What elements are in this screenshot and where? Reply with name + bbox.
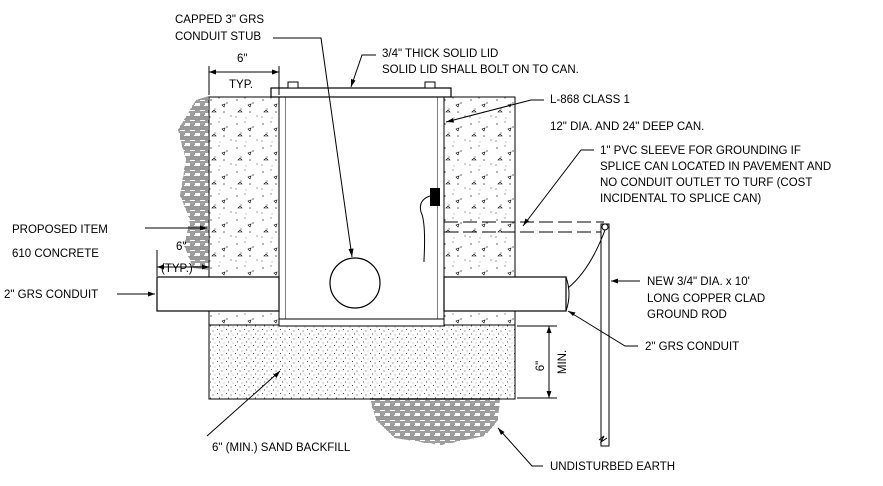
label-dim-top-typ: TYP.	[229, 79, 253, 91]
label-dim-right-min: MIN.	[557, 350, 569, 374]
leader-sand	[206, 370, 281, 437]
can-wall-left	[278, 96, 287, 326]
ground-rod-break	[598, 435, 608, 444]
earth-hatch-bottom	[370, 398, 500, 445]
label-dim-left-typ: (TYP.)	[161, 263, 193, 275]
sand-backfill	[208, 324, 516, 400]
label-sleeve: 1" PVC SLEEVE FOR GROUNDING IF SPLICE CA…	[600, 145, 834, 205]
leader-sleeve	[522, 149, 594, 227]
label-lid: 3/4" THICK SOLID LID SOLID LID SHALL BOL…	[382, 48, 579, 76]
leader-conduit-stub	[273, 37, 353, 258]
leader-lid	[350, 54, 376, 88]
conduit-right-end	[565, 276, 570, 312]
label-concrete: PROPOSED ITEM 610 CONCRETE	[12, 224, 111, 260]
conduit-right	[443, 276, 567, 312]
label-conduit-right: 2" GRS CONDUIT	[645, 341, 739, 353]
leader-conduit-right	[567, 310, 638, 347]
ground-wire	[419, 195, 431, 262]
label-conduit-left: 2" GRS CONDUIT	[4, 289, 98, 301]
conduit-stub-circle	[329, 257, 381, 309]
ground-wire-to-rod	[567, 229, 606, 289]
label-sand: 6" (MIN.) SAND BACKFILL	[212, 442, 351, 454]
label-dim-top: 6"	[237, 53, 247, 65]
ground-rod-clamp	[601, 223, 609, 231]
leader-earth	[497, 427, 543, 467]
lid-bolt-right	[424, 81, 436, 89]
leader-can	[445, 99, 544, 123]
label-dim-right: 6"	[535, 361, 547, 371]
can-wall-right	[436, 96, 445, 326]
label-conduit-stub: CAPPED 3" GRS CONDUIT STUB	[175, 14, 267, 43]
label-earth: UNDISTURBED EARTH	[550, 461, 675, 473]
ground-lug	[430, 188, 440, 206]
conduit-left	[156, 276, 280, 312]
label-can: L-868 CLASS 1 12" DIA. AND 24" DEEP CAN.	[550, 94, 704, 133]
label-dim-left: 6"	[176, 241, 186, 253]
lid-bolt-left	[287, 81, 299, 89]
can-bottom	[278, 318, 445, 327]
solid-lid	[270, 87, 452, 98]
label-ground-rod: NEW 3/4" DIA. x 10' LONG COPPER CLAD GRO…	[647, 276, 768, 321]
